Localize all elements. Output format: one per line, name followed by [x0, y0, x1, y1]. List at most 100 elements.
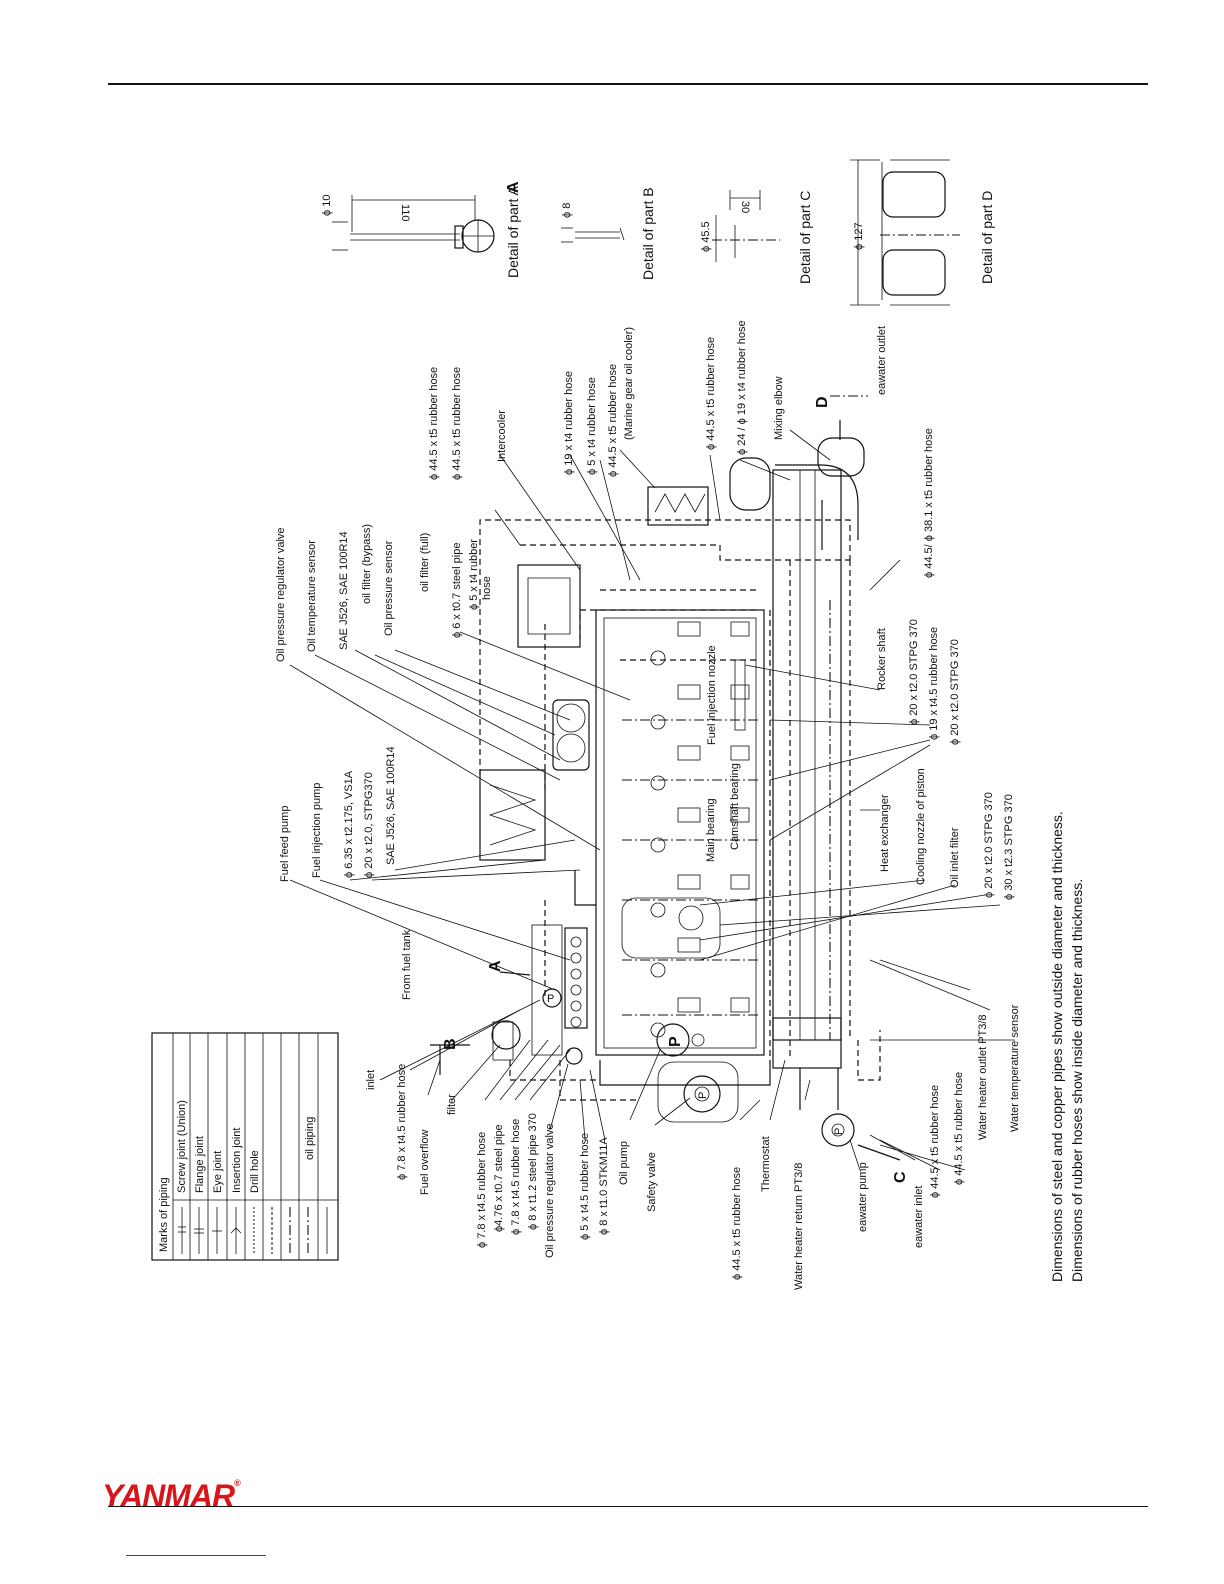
label-inlet: inlet [365, 1070, 377, 1090]
label-water-temp-sensor: Water temperature sensor [1009, 1004, 1021, 1132]
footer-rule [108, 1506, 1148, 1507]
detail-a-dim-len: 110 [399, 204, 411, 222]
label-rocker-shaft: Rocker shaft [876, 628, 888, 690]
label-water-heater-outlet: Water heater outlet PT3/8 [977, 1014, 989, 1140]
piping-legend: Marks of piping Screw joint (Union) Flan… [151, 1032, 339, 1261]
detail-a-dim-dia: ϕ 10 [321, 195, 333, 216]
label-pipe-635: ϕ 6.35 x t2.175, VS1A [343, 770, 355, 878]
label-fuel-inj-pump: Fuel injection pump [311, 783, 323, 878]
label-pipe-20-stpg: ϕ 20 x t2.0, STPG370 [363, 772, 375, 878]
label-oil-inlet-filter: Oil inlet filter [949, 827, 961, 888]
note-line-1: Dimensions of steel and copper pipes sho… [1049, 811, 1065, 1282]
label-pipe-476: ϕ4.76 x t0.7 steel pipe [493, 1124, 505, 1232]
label-fuel-inj-nozzle: Fuel injection nozzle [706, 645, 718, 745]
label-mixing-elbow: Mixing elbow [773, 376, 785, 440]
label-oil-pump: Oil pump [618, 1141, 630, 1185]
detail-c-dim-dia: ϕ 45.5 [700, 221, 712, 252]
yanmar-logo: YANMAR® [102, 1478, 241, 1515]
label-hose-24-19: ϕ 24 / ϕ 19 x t4 rubber hose [736, 320, 748, 455]
label-hose-word: hose [481, 576, 493, 600]
label-hose-445-g: ϕ 44.5 x t5 rubber hose [705, 337, 717, 450]
label-pipe-8-12: ϕ 8 x t1.2 steel pipe 370 [527, 1113, 539, 1230]
label-fuel-overflow: Fuel overflow [419, 1130, 431, 1195]
seawater-pump-top-p: P [697, 1092, 709, 1099]
label-pipe-20-370-b: ϕ 20 x t2.0 STPG 370 [949, 639, 961, 745]
detail-a-title: Detail of part A [505, 186, 521, 278]
label-hose-78-c: ϕ 7.8 x t4.5 rubber hose [510, 1119, 522, 1235]
legend-row-oil: oil piping [304, 1117, 316, 1160]
label-oil-press-reg-b: Oil pressure regulator valve [544, 1123, 556, 1258]
legend-row-screw: Screw joint (Union) [176, 1100, 188, 1193]
header-rule [108, 83, 1148, 85]
label-hose-5-45: ϕ 5 x t4.5 rubber hose [579, 1133, 591, 1240]
label-sae-j526-b: SAE J526, SAE 100R14 [338, 531, 350, 650]
detail-c-title: Detail of part C [797, 191, 813, 284]
label-seawater-inlet: eawater inlet [913, 1186, 925, 1248]
label-hose-78-a: ϕ 7.8 x t4.5 rubber hose [396, 1064, 408, 1180]
legend-row-flange: Flange joint [194, 1136, 206, 1193]
label-hose-445-381: ϕ 44.5/ ϕ 38.1 x t5 rubber hose [923, 428, 935, 578]
label-oil-press-sensor: Oil pressure sensor [383, 540, 395, 636]
oil-pump-p-label: P [667, 1036, 684, 1047]
label-pipe-8-10: ϕ 8 x t1.0 STKM11A [598, 1137, 610, 1235]
diagram-labels: inlet ϕ 7.8 x t4.5 rubber hose Fuel over… [275, 320, 1085, 1290]
marker-c: C [892, 1171, 909, 1183]
label-sae-j526-a: SAE J526, SAE 100R14 [385, 746, 397, 865]
label-hose-5-4-b: ϕ 5 x t4 rubber hose [586, 377, 598, 475]
label-thermostat: Thermostat [760, 1136, 772, 1192]
detail-part-b: ϕ 8 Detail of part B [561, 187, 656, 280]
detail-b-title: Detail of part B [640, 187, 656, 280]
marker-b: B [442, 1038, 459, 1050]
label-pipe-20-370-c: ϕ 20 x t2.0 STPG 370 [983, 792, 995, 898]
marker-d: D [814, 396, 831, 408]
label-oil-temp-sensor: Oil temperature sensor [306, 540, 318, 652]
label-fuel-feed-pump: Fuel feed pump [279, 806, 291, 882]
label-hose-445-d: ϕ 44.5 x t5 rubber hose [428, 367, 440, 480]
label-camshaft-bearing: Camshaft bearing [729, 763, 741, 850]
engine-schematic: P P [289, 395, 1015, 1171]
label-pipe-6-07: ϕ 6 x t0.7 steel pipe [451, 543, 463, 638]
label-oil-press-reg: Oil pressure regulator valve [275, 527, 287, 662]
label-hose-19-45: ϕ 19 x t4.5 rubber hose [928, 627, 940, 740]
label-from-fuel-tank: From fuel tank [401, 929, 413, 1000]
detail-d-title: Detail of part D [979, 191, 995, 284]
detail-b-dim-dia: ϕ 8 [561, 203, 573, 218]
label-intercooler: Intercooler [496, 410, 508, 462]
label-pipe-30-370: ϕ 30 x t2.3 STPG 370 [1003, 794, 1015, 900]
detail-c-dim-len: 30 [739, 201, 751, 213]
detail-a-marker: A [505, 181, 522, 193]
label-heat-exchanger: Heat exchanger [879, 794, 891, 872]
seawater-pump-bottom-p: P [833, 1128, 845, 1135]
detail-part-c: ϕ 45.5 30 Detail of part C [700, 190, 813, 284]
marker-a: A [487, 960, 504, 972]
label-hose-19-4: ϕ 19 x t4 rubber hose [563, 371, 575, 475]
legend-row-drill: Drill hole [249, 1150, 261, 1193]
label-hose-445-a: ϕ 44.5 x t5 rubber hose [731, 1167, 743, 1280]
brand-mark: ® [234, 1478, 241, 1488]
label-hose-445-c: ϕ 44.5 x t5 rubber hose [953, 1072, 965, 1185]
footer-link-underline[interactable] [126, 1555, 266, 1556]
legend-title: Marks of piping [158, 1177, 170, 1252]
label-oil-filter-bypass: oil filter (bypass) [361, 524, 373, 604]
label-hose-445-e: ϕ 44.5 x t5 rubber hose [451, 367, 463, 480]
legend-row-insertion: Insertion joint [231, 1128, 243, 1193]
brand-name: YANMAR [102, 1478, 235, 1514]
label-seawater-outlet: eawater outlet [876, 326, 888, 395]
label-pipe-20-370-a: ϕ 20 x t2.0 STPG 370 [908, 619, 920, 725]
label-seawater-pump-1: eawater pump [857, 1162, 869, 1232]
label-cooling-nozzle: Cooling nozzle of piston [915, 768, 927, 885]
label-hose-78-b: ϕ 7.8 x t4.5 rubber hose [476, 1132, 488, 1248]
detail-d-dim-dia: ϕ 127 [853, 222, 865, 250]
label-hose-445-f: ϕ 44.5 x t5 rubber hose [607, 364, 619, 477]
note-line-2: Dimensions of rubber hoses show inside d… [1069, 879, 1085, 1282]
label-water-heater-return: Water heater return PT3/8 [793, 1163, 805, 1290]
detail-part-a: ϕ 10 110 Detail of part A A [321, 181, 522, 278]
feed-pump-p-label: P [547, 993, 554, 1005]
label-main-bearing: Main bearing [705, 798, 717, 862]
legend-row-eye: Eye joint [212, 1151, 224, 1193]
label-marine-gear: (Marine gear oil cooler) [623, 327, 635, 440]
label-filter: filter [446, 1094, 458, 1115]
label-hose-445-b: ϕ 44.5 x t5 rubber hose [929, 1085, 941, 1198]
label-oil-filter-full: oil filter (full) [419, 533, 431, 592]
